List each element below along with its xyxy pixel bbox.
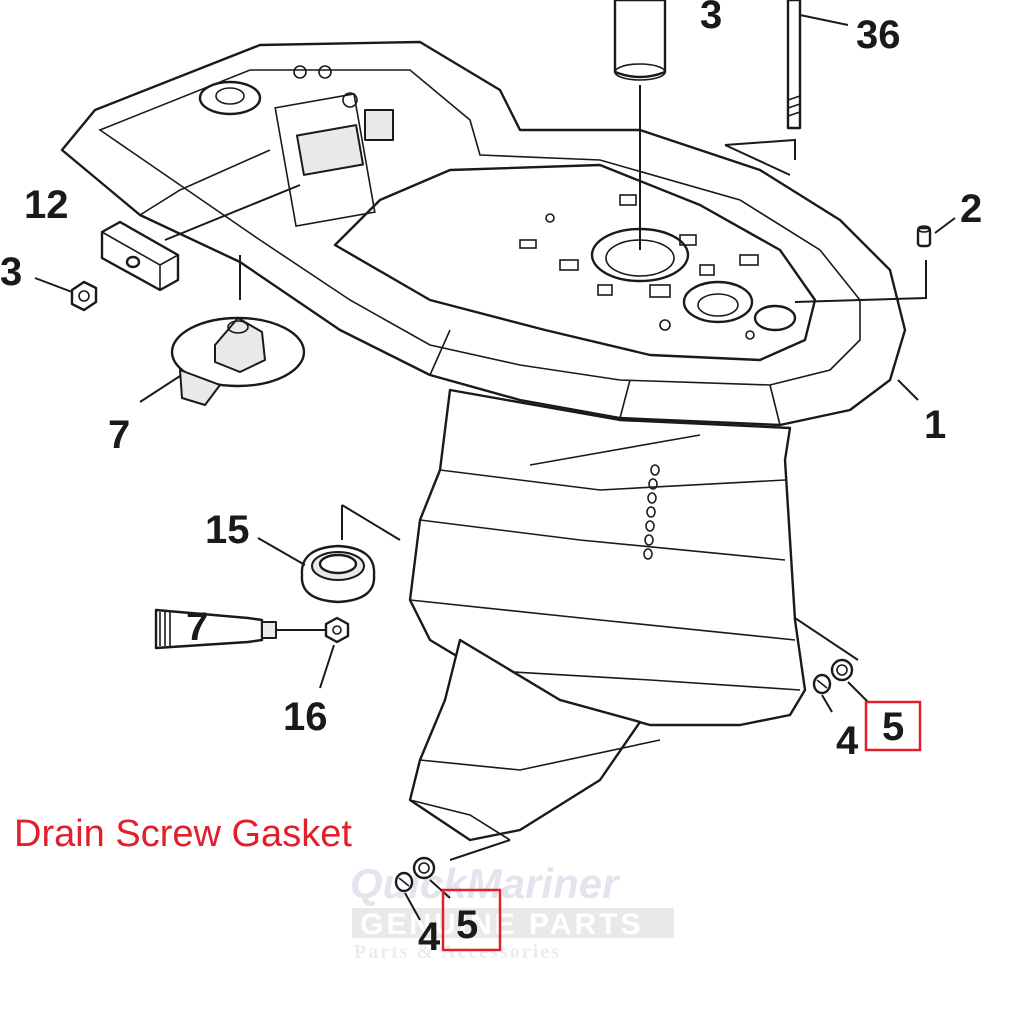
callout-3-top: 3 bbox=[700, 0, 722, 37]
part-3-shaft bbox=[613, 0, 667, 250]
part-36-stud bbox=[724, 0, 849, 176]
gearcase-housing bbox=[60, 40, 907, 842]
drain-screw-assembly-upper bbox=[794, 617, 869, 713]
water-intake-holes bbox=[643, 464, 660, 560]
callout-5-right: 5 bbox=[882, 705, 904, 749]
watermark-tagline: GENUINE PARTS bbox=[360, 908, 643, 941]
part-7-sealant-tube: 7 bbox=[154, 605, 326, 650]
callout-4-right: 4 bbox=[836, 719, 859, 763]
watermark-subline: Parts & Accessories bbox=[354, 941, 561, 963]
callout-15: 15 bbox=[205, 508, 250, 552]
gearcase-lower-body bbox=[408, 388, 807, 727]
callout-3-left: 3 bbox=[0, 250, 22, 294]
callout-labels: 3 36 12 3 2 7 1 15 16 4 5 4 5 bbox=[0, 0, 982, 959]
callout-2: 2 bbox=[960, 187, 982, 231]
highlight-box-bottom bbox=[441, 888, 502, 952]
highlight-box-right bbox=[864, 700, 922, 752]
part-7-anode bbox=[139, 255, 306, 406]
callout-36: 36 bbox=[856, 13, 901, 57]
shift-shaft-bore bbox=[682, 280, 754, 324]
part-12-anode-block bbox=[100, 184, 301, 292]
callout-16: 16 bbox=[283, 695, 328, 739]
part-15-grommet bbox=[257, 504, 401, 604]
watermark-band bbox=[352, 908, 674, 938]
callout-5-bottom: 5 bbox=[456, 903, 478, 947]
caption-drain-screw-gasket: Drain Screw Gasket bbox=[14, 813, 352, 855]
skeg bbox=[408, 638, 642, 842]
callout-7-anode: 7 bbox=[108, 413, 130, 457]
callout-4-bottom: 4 bbox=[418, 915, 441, 959]
drain-screw-assembly-lower bbox=[394, 839, 511, 921]
part-16-nut bbox=[319, 616, 350, 689]
watermark-brand: QuickMariner bbox=[350, 860, 621, 908]
callout-12: 12 bbox=[24, 183, 69, 227]
part-2-dowel-pin bbox=[794, 217, 956, 303]
watermark: QuickMariner GENUINE PARTS Parts & Acces… bbox=[350, 860, 674, 963]
callout-1: 1 bbox=[924, 403, 946, 447]
part-7-tube-label: 7 bbox=[186, 605, 208, 649]
part-3-nut bbox=[34, 277, 98, 312]
part-1-leader bbox=[897, 379, 919, 401]
